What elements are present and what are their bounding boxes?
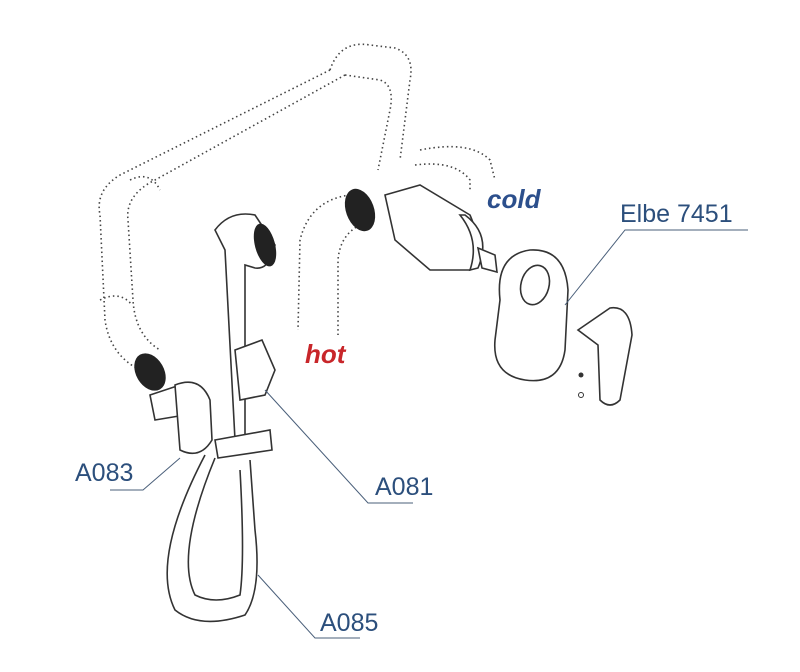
label-a085: A085 <box>320 609 379 637</box>
label-elbe-7451: Elbe 7451 <box>620 200 733 228</box>
label-cold: cold <box>487 184 541 214</box>
lever-handle <box>576 306 633 406</box>
wall-outlet <box>149 381 273 459</box>
leader-holder <box>264 389 413 504</box>
hand-shower <box>214 213 277 441</box>
hidden-pipes <box>98 43 496 371</box>
leader-hose <box>257 574 360 639</box>
leader-outlet <box>110 457 181 491</box>
label-hot: hot <box>305 339 346 369</box>
cartridge <box>384 184 498 274</box>
cover-plate <box>494 249 569 382</box>
label-a083: A083 <box>75 459 134 487</box>
pipe-end-hot <box>134 353 166 391</box>
hose <box>166 454 258 623</box>
pipe-end-cold <box>344 188 376 232</box>
label-a081: A081 <box>375 473 434 501</box>
leader-mixer <box>564 229 748 306</box>
